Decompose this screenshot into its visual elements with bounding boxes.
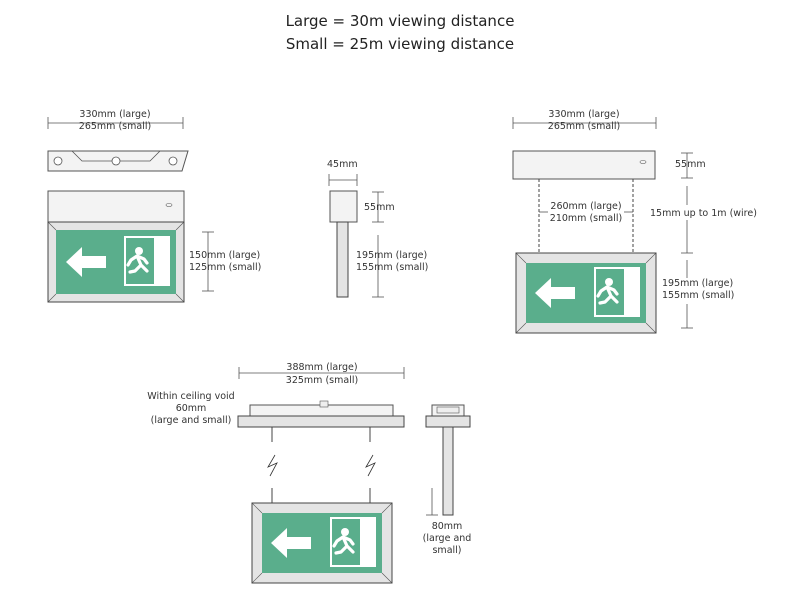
recessed-width-small: 325mm (small) bbox=[286, 375, 358, 386]
break-mark bbox=[267, 454, 278, 477]
arrow-left-icon bbox=[66, 247, 106, 277]
side-body-height: 55mm bbox=[364, 202, 395, 213]
ceiling-void-line1: Within ceiling void bbox=[147, 391, 234, 402]
suspended-width-small: 265mm (small) bbox=[548, 121, 620, 132]
recessed-width-large: 388mm (large) bbox=[286, 362, 357, 373]
arrow-left-icon bbox=[271, 528, 311, 558]
side-drop-line2: (large and bbox=[423, 533, 472, 544]
recessed-side-view: 80mm (large and small) bbox=[423, 404, 472, 556]
suspended-height-large: 195mm (large) bbox=[662, 278, 733, 289]
suspended-housing bbox=[512, 150, 656, 180]
suspended-height-small: 155mm (small) bbox=[662, 290, 734, 301]
legend-large: Large = 30m viewing distance bbox=[285, 12, 515, 30]
side-drop-line3: small) bbox=[432, 545, 461, 556]
legend-small: Small = 25m viewing distance bbox=[285, 35, 515, 53]
suspended-wire-spacing-large: 260mm (large) bbox=[550, 201, 621, 212]
side-height-large: 195mm (large) bbox=[356, 250, 427, 261]
break-mark bbox=[365, 454, 376, 477]
side-height-small: 155mm (small) bbox=[356, 262, 428, 273]
wall-front-view bbox=[47, 190, 185, 303]
ceiling-void-line2: 60mm bbox=[176, 403, 207, 414]
side-profile-view: 45mm 55mm 195mm (large) 155mm (small) bbox=[327, 159, 428, 298]
wall-height-small: 125mm (small) bbox=[189, 262, 261, 273]
wall-width-small: 265mm (small) bbox=[79, 121, 151, 132]
wall-height-large: 150mm (large) bbox=[189, 250, 260, 261]
suspended-width-large: 330mm (large) bbox=[548, 109, 619, 120]
recessed-mount-view: 388mm (large) 325mm (small) Within ceili… bbox=[147, 362, 472, 584]
wall-mount-view: 330mm (large) 265mm (small) 150mm (large… bbox=[47, 109, 261, 303]
suspended-body-height: 55mm bbox=[675, 159, 706, 170]
wall-top-view bbox=[47, 150, 189, 172]
side-depth: 45mm bbox=[327, 159, 358, 170]
ceiling-trim bbox=[237, 415, 405, 428]
ceiling-void-line3: (large and small) bbox=[151, 415, 232, 426]
arrow-left-icon bbox=[535, 278, 575, 308]
suspended-wire-length: 15mm up to 1m (wire) bbox=[650, 208, 757, 219]
suspended-mount-view: 330mm (large) 265mm (small) 260mm (large… bbox=[512, 109, 757, 334]
suspended-wire-spacing-small: 210mm (small) bbox=[550, 213, 622, 224]
wall-width-large: 330mm (large) bbox=[79, 109, 150, 120]
side-drop-line1: 80mm bbox=[432, 521, 463, 532]
